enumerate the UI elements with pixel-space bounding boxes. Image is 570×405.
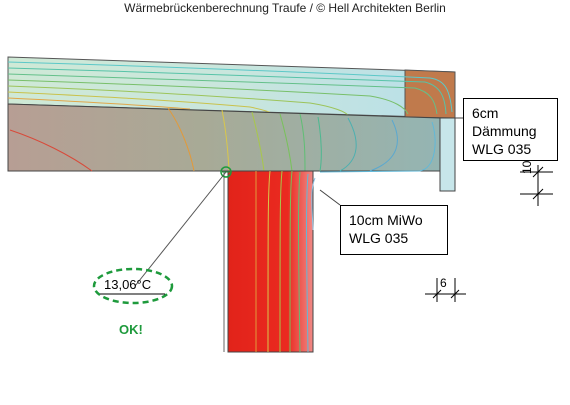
wall-column xyxy=(227,170,314,353)
miwo-line-2: WLG 035 xyxy=(349,230,409,246)
insulation-label-box: 6cm Dämmung WLG 035 xyxy=(463,98,558,161)
dimension-6 xyxy=(425,278,466,302)
insulation-line-3: WLG 035 xyxy=(472,141,532,157)
dimension-10-label: 10 xyxy=(520,160,534,174)
corner-point-marker xyxy=(220,166,232,178)
dimension-6-label: 6 xyxy=(440,276,447,290)
temperature-value: 13,06°C xyxy=(104,277,152,292)
miwo-line-1: 10cm MiWo xyxy=(349,212,423,228)
temperature-leader xyxy=(134,171,227,287)
insulation-line-1: 6cm xyxy=(472,105,499,121)
status-ok-label: OK! xyxy=(119,322,143,337)
dimension-10 xyxy=(520,165,553,206)
wall-isotherms xyxy=(255,170,316,353)
slab-isotherms xyxy=(9,107,436,173)
slab-insulation xyxy=(439,117,456,192)
figure-title: Wärmebrückenberechnung Traufe / © Hell A… xyxy=(124,1,446,15)
temperature-ellipse xyxy=(92,267,174,305)
roof-isotherms xyxy=(7,61,453,116)
insulation-line-2: Dämmung xyxy=(472,123,537,139)
miwo-label-box: 10cm MiWo WLG 035 xyxy=(340,205,448,255)
